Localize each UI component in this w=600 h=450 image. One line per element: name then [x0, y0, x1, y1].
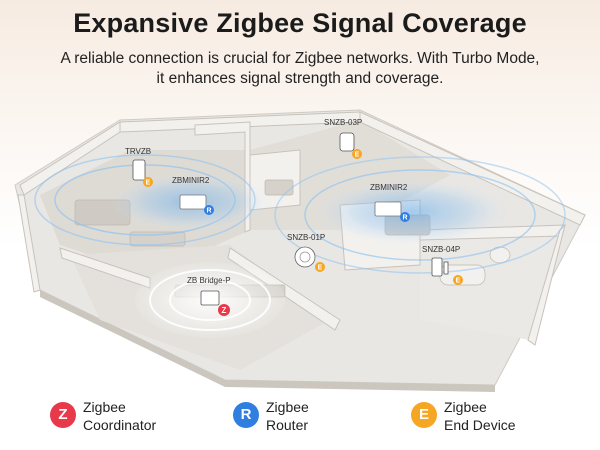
zbminir2-right-device [374, 201, 402, 217]
snzb-01p-device [294, 246, 316, 268]
subtitle-line-1: A reliable connection is crucial for Zig… [60, 50, 540, 67]
badge-letter: E [146, 180, 151, 187]
coordinator-icon: Z [50, 402, 76, 428]
badge-letter: E [456, 278, 461, 285]
legend-end-device-line1: Zigbee [444, 399, 487, 415]
zb-bridge-label: ZB Bridge-P [187, 276, 231, 285]
zbminir2-left-device [179, 194, 207, 210]
legend-router-line2: Router [266, 417, 309, 433]
end-device-badge [352, 149, 362, 159]
end-device-badge [315, 262, 325, 272]
coverage-right [274, 156, 566, 274]
house-floorplan-illustration: TRVZB E ZBMINIR2 R SNZB-03P E ZBMINIR2 R… [14, 109, 586, 392]
snzb-03p-device [339, 132, 355, 152]
subtitle-line-2: it enhances signal strength and coverage… [156, 70, 444, 87]
end-device-badge [143, 177, 153, 187]
zb-bridge-device [200, 290, 220, 306]
badge-letter: R [402, 215, 407, 222]
wall-inner-1 [194, 121, 251, 233]
snzb-01p-label: SNZB-01P [287, 233, 325, 242]
snzb-03p-label: SNZB-03P [324, 118, 362, 127]
snzb-04p-label: SNZB-04P [422, 245, 460, 254]
legend-router-line1: Zigbee [266, 399, 309, 415]
badge-letter: Z [222, 306, 227, 315]
router-badge [204, 205, 214, 215]
trvzb-label: TRVZB [125, 147, 151, 156]
badge-letter: E [355, 152, 360, 159]
wall-left-outer [17, 194, 41, 293]
page-title: Expansive Zigbee Signal Coverage [73, 8, 527, 38]
zbminir2-right-label: ZBMINIR2 [370, 183, 408, 192]
router-icon: R [233, 402, 259, 428]
table-middle [264, 179, 294, 196]
legend-coordinator-line1: Zigbee [83, 399, 126, 415]
legend-end-device-line2: End Device [444, 417, 516, 433]
end-device-badge [453, 275, 463, 285]
badge-letter: R [206, 208, 211, 215]
wall-front-right [527, 223, 566, 346]
zbminir2-left-label: ZBMINIR2 [172, 176, 210, 185]
end-device-icon: E [411, 402, 437, 428]
router-badge [400, 212, 410, 222]
trvzb-device [132, 159, 146, 181]
legend-coordinator-line2: Coordinator [83, 417, 157, 433]
floor-slab-edge [40, 290, 495, 392]
wall-back-right [359, 111, 586, 226]
badge-letter: E [318, 265, 323, 272]
snzb-04p-device [431, 257, 443, 277]
coordinator-badge [218, 304, 230, 316]
